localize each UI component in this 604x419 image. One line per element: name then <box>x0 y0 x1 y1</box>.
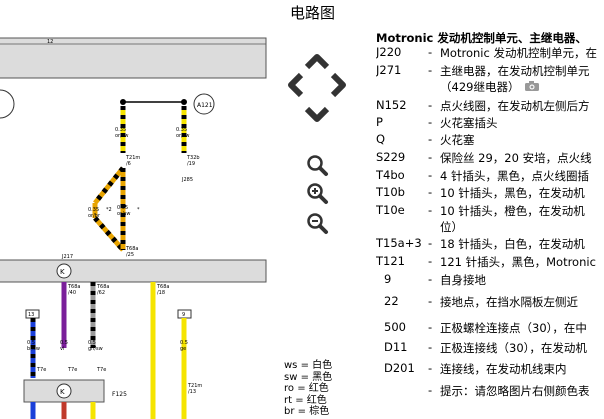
pan-down-button[interactable] <box>302 100 332 130</box>
svg-text:0.5: 0.5 <box>60 340 68 346</box>
svg-text:/25: /25 <box>126 252 134 258</box>
color-key-entry: br = 棕色 <box>284 406 330 417</box>
svg-text:K: K <box>60 388 65 396</box>
zoom-reset-button[interactable] <box>302 150 332 180</box>
svg-text:0.5: 0.5 <box>27 340 35 346</box>
color-key-entry: sw = 黑色 <box>284 371 333 383</box>
svg-text:T21m: T21m <box>187 383 202 389</box>
top-component-box <box>0 37 267 79</box>
svg-text:*: * <box>137 207 140 213</box>
svg-text:*2: *2 <box>106 207 112 213</box>
svg-text:9: 9 <box>182 312 185 318</box>
svg-text:or/br: or/br <box>88 213 101 219</box>
color-key-entry: ro = 红色 <box>284 383 329 394</box>
a121-connector <box>193 93 215 115</box>
svg-text:13: 13 <box>28 312 34 318</box>
svg-text:T68a: T68a <box>125 246 138 252</box>
svg-text:or/sw: or/sw <box>117 211 131 217</box>
zoom-out-icon <box>307 213 328 234</box>
left-arrow-icon <box>288 72 304 98</box>
svg-text:or/sw: or/sw <box>115 133 129 139</box>
down-arrow-icon <box>304 106 330 122</box>
zoom-out-button[interactable] <box>302 208 332 238</box>
svg-text:T7e: T7e <box>96 367 106 373</box>
svg-text:vi: vi <box>60 346 64 352</box>
legend-header: Motronic 发动机控制单元、主继电器、 <box>376 31 587 45</box>
svg-text:gn/sw: gn/sw <box>88 346 103 352</box>
svg-text:0.5: 0.5 <box>88 340 96 346</box>
svg-text:/13: /13 <box>188 389 196 395</box>
pan-up-button[interactable] <box>302 46 332 76</box>
zoom-in-button[interactable] <box>302 178 332 208</box>
svg-text:ge: ge <box>180 346 186 352</box>
svg-text:T68a: T68a <box>96 284 109 290</box>
svg-text:J285: J285 <box>181 177 193 183</box>
svg-text:A121: A121 <box>197 102 213 109</box>
diagram-navigation <box>280 40 370 250</box>
svg-text:0.35: 0.35 <box>117 205 128 211</box>
svg-text:/18: /18 <box>157 290 165 296</box>
svg-text:or/sw: or/sw <box>176 133 190 139</box>
component-legend: Motronic 发动机控制单元、主继电器、 J220- Motronic 发动… <box>376 31 597 398</box>
left-ground-symbol <box>0 89 15 119</box>
svg-text:/19: /19 <box>187 161 195 167</box>
svg-text:0.35: 0.35 <box>115 127 126 133</box>
svg-text:T68a: T68a <box>67 284 80 290</box>
up-arrow-icon <box>304 54 330 70</box>
svg-text:T7e: T7e <box>67 367 77 373</box>
svg-text:0.35: 0.35 <box>88 207 99 213</box>
top-pin-label: 12 <box>47 39 53 45</box>
svg-text:K: K <box>60 268 65 276</box>
circuit-diagram[interactable]: 12 A121 0.35 or/sw T21m /6 0.35 or/sw T3… <box>0 28 270 419</box>
svg-text:T7e: T7e <box>36 367 46 373</box>
color-key-entry: rt = 红色 <box>284 394 327 406</box>
svg-text:T68a: T68a <box>156 284 169 290</box>
pan-left-button[interactable] <box>280 70 310 100</box>
svg-text:bl/sw: bl/sw <box>27 346 40 352</box>
wire-color-key: ws = 白色 sw = 黑色 ro = 红色 rt = 红色 br = 棕色 <box>284 360 332 418</box>
svg-text:J217: J217 <box>61 254 73 260</box>
svg-text:/40: /40 <box>68 290 76 296</box>
svg-text:F125: F125 <box>112 391 127 398</box>
zoom-in-icon <box>307 183 328 204</box>
j217-module-bar <box>0 259 267 283</box>
svg-text:T32b: T32b <box>186 155 200 161</box>
right-arrow-icon <box>330 72 346 98</box>
svg-text:0.5: 0.5 <box>180 340 188 346</box>
svg-text:/62: /62 <box>97 290 105 296</box>
svg-text:/6: /6 <box>126 161 131 167</box>
color-key-entry: ws = 白色 <box>284 360 333 371</box>
page-title: 电路图 <box>290 4 336 22</box>
camera-icon[interactable] <box>524 80 540 95</box>
svg-text:T21m: T21m <box>125 155 140 161</box>
svg-text:0.35: 0.35 <box>176 127 187 133</box>
zoom-reset-icon <box>307 155 328 176</box>
pan-right-button[interactable] <box>324 70 354 100</box>
